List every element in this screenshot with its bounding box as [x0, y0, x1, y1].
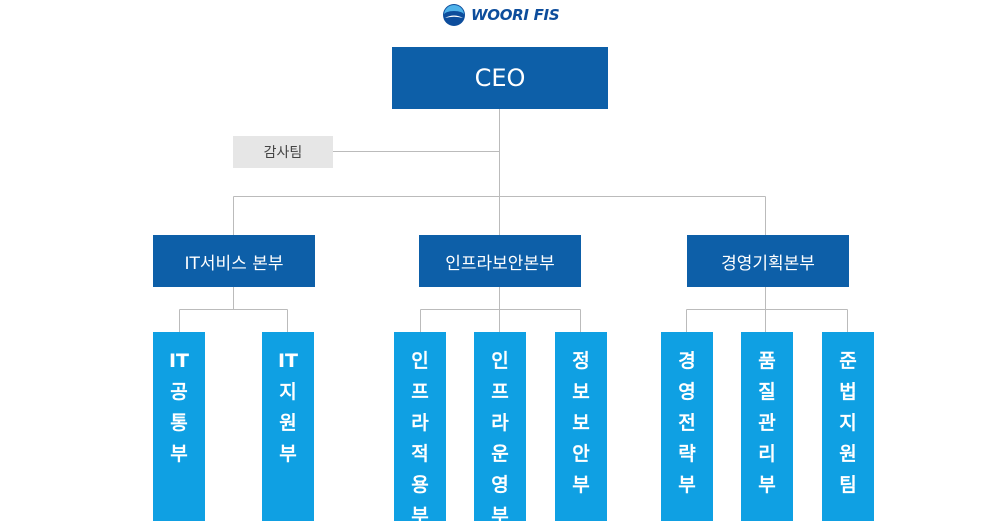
dept-char: 용 [411, 474, 429, 496]
dept-char: 전 [678, 412, 696, 434]
dept-char: 준 [839, 350, 857, 372]
dept-char: 부 [170, 443, 188, 465]
dept-char: 부 [279, 443, 297, 465]
logo-text: WOORI FIS [471, 6, 560, 24]
division-it-service: IT서비스 본부 [153, 235, 315, 287]
dept-compliance-support: 준 법 지 원 팀 [822, 332, 874, 521]
dept-char: IT [168, 350, 190, 372]
dept-char: 보 [572, 412, 590, 434]
dept-char: 라 [411, 412, 429, 434]
dept-char: 지 [839, 412, 857, 434]
division-infra-security: 인프라보안본부 [419, 235, 581, 287]
dept-it-support: IT 지 원 부 [262, 332, 314, 521]
dept-char: 인 [411, 350, 429, 372]
dept-char: 안 [572, 443, 590, 465]
dept-char: 관 [758, 412, 776, 434]
dept-char: 질 [758, 381, 776, 403]
dept-char: 영 [491, 474, 509, 496]
dept-char: 공 [170, 381, 188, 403]
dept-char: 경 [678, 350, 696, 372]
dept-char: 법 [839, 381, 857, 403]
woori-logo-icon [443, 4, 465, 26]
dept-char: 부 [758, 474, 776, 496]
company-logo: WOORI FIS [442, 3, 560, 27]
dept-char: 정 [572, 350, 590, 372]
dept-char: IT [277, 350, 299, 372]
dept-char: 프 [411, 381, 429, 403]
dept-it-common: IT 공 통 부 [153, 332, 205, 521]
dept-management-strategy: 경 영 전 략 부 [661, 332, 713, 521]
dept-char: 팀 [839, 474, 857, 496]
dept-infra-operation: 인 프 라 운 영 부 [474, 332, 526, 527]
dept-char: 부 [678, 474, 696, 496]
dept-char: 원 [279, 412, 297, 434]
dept-char: 원 [839, 443, 857, 465]
ceo-box: CEO [392, 47, 608, 109]
dept-char: 품 [758, 350, 776, 372]
dept-char: 운 [491, 443, 509, 465]
dept-char: 프 [491, 381, 509, 403]
dept-char: 리 [758, 443, 776, 465]
dept-info-security: 정 보 보 안 부 [555, 332, 607, 521]
dept-char: 부 [572, 474, 590, 496]
connector-lines [179, 109, 848, 332]
dept-char: 적 [411, 443, 429, 465]
dept-infra-apply: 인 프 라 적 용 부 [394, 332, 446, 527]
dept-char: 인 [491, 350, 509, 372]
dept-quality-management: 품 질 관 리 부 [741, 332, 793, 521]
dept-char: 지 [279, 381, 297, 403]
dept-char: 보 [572, 381, 590, 403]
dept-char: 부 [491, 505, 509, 527]
division-management-planning: 경영기획본부 [687, 235, 849, 287]
dept-char: 라 [491, 412, 509, 434]
dept-char: 통 [170, 412, 188, 434]
dept-char: 략 [678, 443, 696, 465]
dept-char: 부 [411, 505, 429, 527]
dept-char: 영 [678, 381, 696, 403]
audit-team-box: 감사팀 [233, 136, 333, 168]
